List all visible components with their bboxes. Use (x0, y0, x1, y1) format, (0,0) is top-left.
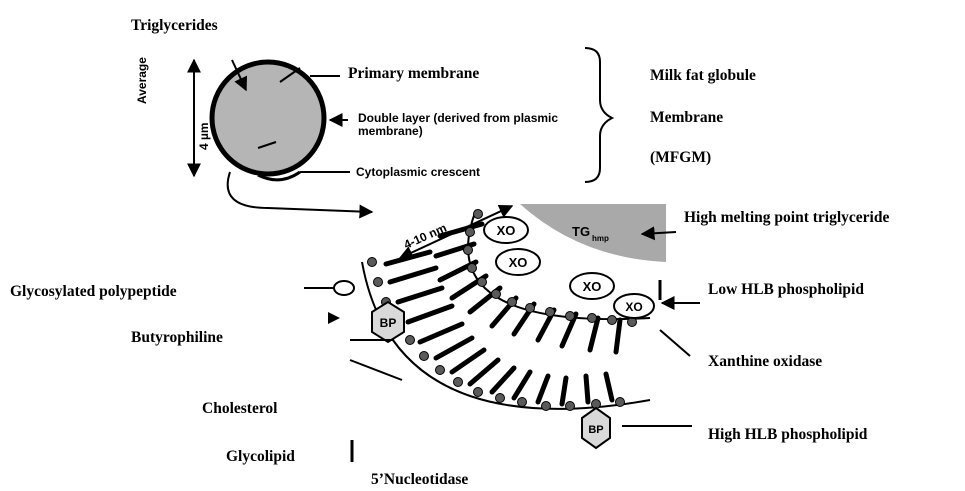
tg-tag: TG (572, 224, 590, 239)
phospholipid-tail (492, 368, 514, 392)
label-nucleotidase: 5’Nucleotidase (371, 472, 468, 488)
xo-tag-4: XO (625, 300, 642, 314)
label-mfgm-line2: Membrane (650, 110, 723, 126)
phospholipid-head (454, 378, 463, 387)
phospholipid-head (420, 352, 429, 361)
label-butyrophiline: Butyrophiline (131, 330, 223, 346)
phospholipid-head (468, 264, 477, 273)
phospholipid-tail (470, 360, 498, 384)
phospholipid-tail (436, 338, 472, 358)
phospholipid-head (466, 228, 475, 237)
phospholipid-head (588, 314, 597, 323)
phospholipid-head (508, 298, 517, 307)
phospholipid-head (542, 402, 551, 411)
zoom-arrow (228, 172, 372, 212)
label-xanthine-oxidase: Xanthine oxidase (708, 354, 822, 370)
phospholipid-tail (408, 306, 452, 322)
bp-tag-1: BP (380, 316, 397, 330)
phospholipid-tail (390, 268, 436, 282)
label-glycolipid: Glycolipid (226, 449, 295, 465)
fat-globule (212, 60, 324, 180)
phospholipid-head (616, 398, 625, 407)
phospholipid-tail (452, 350, 484, 372)
phospholipid-head (406, 336, 415, 345)
label-average: Average (136, 24, 149, 104)
phospholipid-head (518, 398, 527, 407)
xo-tag-3: XO (583, 279, 602, 294)
phospholipid-tail (514, 372, 530, 398)
phospholipid-head (492, 290, 501, 299)
label-high-hlb: High HLB phospholipid (708, 427, 867, 443)
phospholipid-head (464, 246, 473, 255)
phospholipid-tail (586, 376, 588, 402)
xo-tag-2: XO (509, 255, 528, 270)
phospholipid-tail (538, 376, 548, 402)
bp-tag-2: BP (588, 424, 603, 436)
phospholipid-tail (606, 374, 612, 400)
phospholipid-head (566, 312, 575, 321)
phospholipid-tail (398, 288, 442, 302)
phospholipid-head (546, 308, 555, 317)
phospholipid-head (474, 388, 483, 397)
label-glycosylated-polypeptide: Glycosylated polypeptide (10, 284, 177, 300)
phospholipid-tail (562, 378, 566, 404)
xo-tag-1: XO (497, 223, 516, 238)
label-cytoplasmic-crescent: Cytoplasmic crescent (356, 166, 480, 179)
label-low-hlb: Low HLB phospholipid (708, 282, 864, 298)
label-size: 4 µm (198, 122, 211, 150)
phospholipid-head (526, 304, 535, 313)
label-double-layer: Double layer (derived from plasmic membr… (358, 112, 594, 138)
phospholipid-tail (420, 324, 462, 342)
label-mfgm-line1: Milk fat globule (650, 68, 756, 84)
glycosylated-polypeptide-shape (334, 281, 354, 295)
phospholipid-head (474, 210, 483, 219)
phospholipid-head (436, 366, 445, 375)
label-primary-membrane: Primary membrane (348, 66, 479, 82)
phospholipid-tail (616, 320, 620, 352)
label-cholesterol: Cholesterol (202, 401, 277, 417)
phospholipid-head (566, 402, 575, 411)
globule-core (212, 62, 324, 174)
phospholipid-head (478, 278, 487, 287)
phospholipid-head (608, 316, 617, 325)
label-high-mp-tg: High melting point triglyceride (684, 210, 889, 226)
phospholipid-head (496, 394, 505, 403)
label-mfgm-line3: (MFGM) (650, 150, 711, 166)
phospholipid-head (374, 278, 383, 287)
tg-subscript: hmp (592, 234, 609, 243)
phospholipid-head (368, 258, 377, 267)
